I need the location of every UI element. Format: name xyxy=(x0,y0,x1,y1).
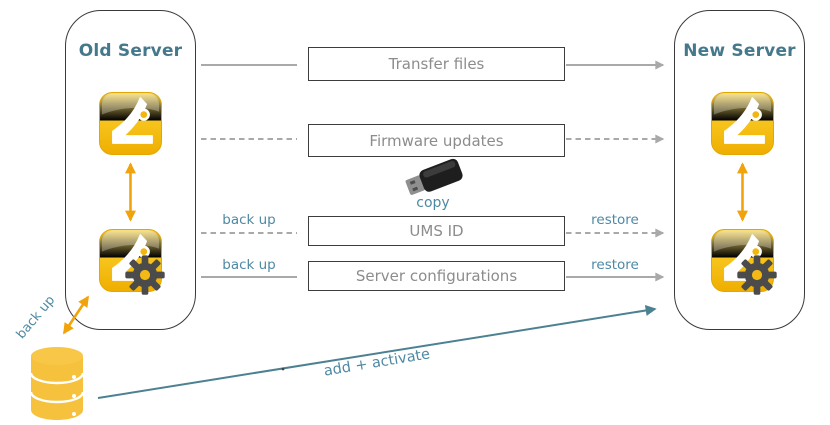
db-back-up-label: back up xyxy=(13,292,59,343)
db-label: DB xyxy=(38,359,60,377)
restore-label-configs: restore xyxy=(591,257,639,273)
step-label: Firmware updates xyxy=(369,131,504,150)
step-box-transfer-files: Transfer files xyxy=(308,47,565,81)
back-up-label-ums-id: back up xyxy=(222,212,276,228)
stray-dot xyxy=(281,367,285,371)
step-label: Transfer files xyxy=(388,55,485,73)
usb-stick-icon xyxy=(405,158,463,195)
back-up-label-configs: back up xyxy=(222,257,276,273)
step-box-ums-id: UMS ID xyxy=(308,216,565,246)
new-server-box: New Server xyxy=(674,10,805,330)
old-server-title: Old Server xyxy=(78,41,183,61)
step-label: UMS ID xyxy=(409,222,464,240)
new-server-title: New Server xyxy=(683,41,796,61)
copy-label: copy xyxy=(416,195,450,211)
step-box-firmware-updates: Firmware updates xyxy=(308,124,565,157)
restore-label-ums-id: restore xyxy=(591,212,639,228)
step-label: Server configurations xyxy=(355,267,518,285)
add-activate-label: add + activate xyxy=(322,346,432,380)
old-server-box: Old Server xyxy=(65,10,196,330)
database-icon xyxy=(29,347,85,420)
step-box-server-configurations: Server configurations xyxy=(308,261,565,291)
